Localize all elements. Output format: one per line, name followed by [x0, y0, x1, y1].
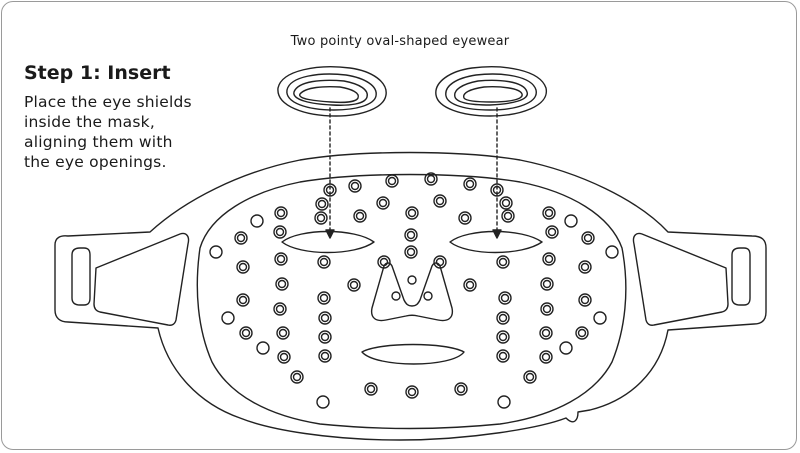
instruction-line: inside the mask, — [24, 113, 155, 131]
eye-shield-icon — [277, 66, 387, 117]
instruction-line: Place the eye shields — [24, 93, 192, 111]
arrow-down-icon — [492, 107, 502, 239]
instruction-line: the eye openings. — [24, 153, 167, 171]
step-instructions: Place the eye shields inside the mask, a… — [24, 92, 244, 172]
eye-shield-icon — [435, 66, 547, 117]
face-mask-icon — [54, 151, 767, 441]
step-title: Step 1: Insert — [24, 62, 171, 84]
instruction-line: aligning them with — [24, 133, 173, 151]
eyewear-caption: Two pointy oval-shaped eyewear — [290, 34, 510, 49]
led-holes — [209, 172, 619, 409]
